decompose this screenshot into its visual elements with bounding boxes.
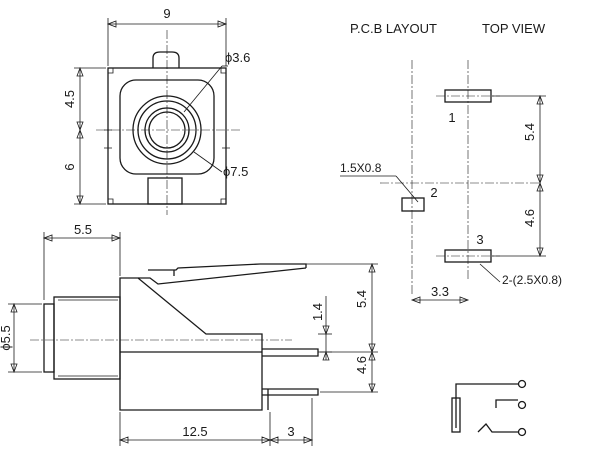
body-length-label: 12.5 [182, 424, 207, 439]
len-arrows [118, 436, 314, 444]
schematic-terminal-3 [517, 427, 527, 437]
pin-length-label: 3 [287, 424, 294, 439]
spring-contact-upper [148, 263, 307, 271]
front-bottom-notch [147, 177, 183, 205]
barrel-arrows [10, 302, 18, 374]
schematic-sleeve-line [455, 383, 518, 428]
pin-gap-label: 1.4 [310, 303, 325, 321]
barrel [53, 296, 121, 380]
pin-top [262, 348, 319, 357]
outer-dia-leader [193, 151, 223, 173]
schematic-terminal-2 [517, 400, 527, 410]
upper-pitch-label: 5.4 [354, 290, 369, 308]
outer-diameter-label: ϕ7.5 [223, 164, 248, 179]
lower-pitch-label: 4.6 [354, 356, 369, 374]
pin-bottom [262, 388, 319, 396]
pcb-upper-pitch-label: 5.4 [522, 123, 537, 141]
pin-1-label: 1 [448, 110, 455, 125]
spring-contact-lower [138, 267, 307, 285]
schematic-switch-line [495, 399, 518, 408]
pad-3 [444, 249, 492, 263]
pin-2-label: 2 [430, 185, 437, 200]
pad13-leader [479, 263, 501, 283]
pcb-x-offset-label: 3.3 [431, 284, 449, 299]
pin-3-label: 3 [476, 232, 483, 247]
width-dim-label: 9 [163, 6, 170, 21]
barrel-front-lip [43, 303, 55, 373]
housing [119, 277, 263, 411]
barrel-diameter-label: ϕ5.5 [0, 325, 13, 350]
offset-arrows [42, 234, 122, 242]
pcb-lower-pitch-label: 4.6 [522, 209, 537, 227]
front-top-tab [152, 51, 180, 68]
schematic-tip-line [477, 423, 518, 433]
pad2-leader [395, 175, 419, 203]
pad-2 [401, 197, 425, 212]
inner-diameter-label: ϕ3.6 [225, 50, 250, 65]
width-arrows [106, 20, 228, 28]
vdim-arrows [76, 66, 84, 206]
lower-height-label: 6 [62, 163, 77, 170]
pcb-layout-title: P.C.B LAYOUT [350, 21, 437, 36]
top-view-title: TOP VIEW [482, 21, 546, 36]
pin-gap-arrows [322, 325, 330, 361]
inner-dia-leader [183, 65, 223, 113]
pcb-layout: P.C.B LAYOUT TOP VIEW 1 2 3 1.5X0.8 2-(2… [340, 21, 562, 437]
schematic-terminal-1 [517, 379, 527, 389]
pcb-vdim-arrows [536, 94, 544, 258]
pad2-size-label: 1.5X0.8 [340, 161, 382, 175]
side-view: 5.5 ϕ5.5 1.4 5.4 4.6 12.5 3 [0, 222, 378, 446]
upper-height-label: 4.5 [62, 90, 77, 108]
schematic-sleeve-body [451, 397, 461, 433]
pcb-hdim-arrows [410, 296, 470, 304]
front-view: 9 4.5 6 ϕ3.6 ϕ7.5 [62, 6, 250, 215]
jack-schematic-symbol [451, 379, 527, 437]
pad13-size-label: 2-(2.5X0.8) [502, 273, 562, 287]
side-vdim-arrows [368, 262, 376, 394]
pad-1 [444, 89, 492, 103]
offset-dim-label: 5.5 [74, 222, 92, 237]
front-corner-marks [108, 68, 226, 204]
